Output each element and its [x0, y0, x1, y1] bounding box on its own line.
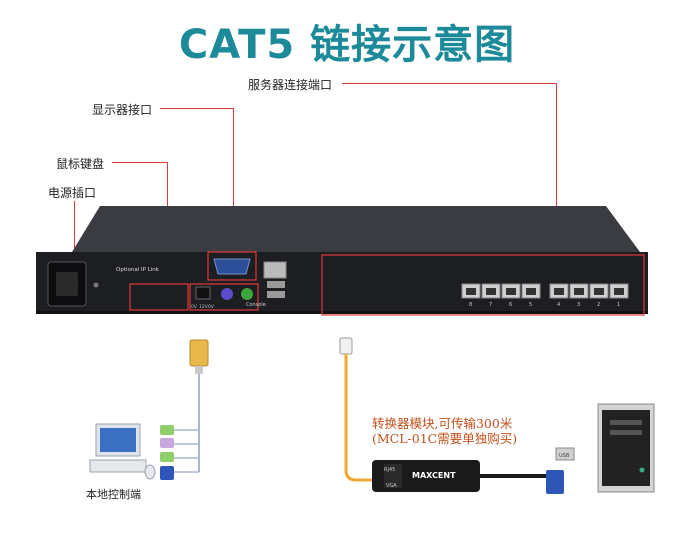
chassis-top — [72, 206, 640, 252]
usb-port-2 — [267, 291, 285, 298]
box-mouse-keyboard — [189, 283, 259, 311]
converter-vga-label: VGA — [386, 483, 397, 489]
usb-port-1 — [267, 281, 285, 288]
converter-note: 转换器模块,可传输300米 (MCL-01C需要单独购买) — [372, 416, 572, 446]
chassis-front — [36, 252, 648, 314]
leader-power-vertical — [74, 201, 75, 263]
ps2-mouse-port — [241, 288, 253, 300]
converter-usb-label: USB — [559, 453, 570, 459]
ps2-purple-plug — [160, 438, 174, 448]
server-port-row: 8 7 6 5 4 3 2 1 — [461, 283, 629, 308]
server-port-number-1: 1 — [617, 302, 620, 308]
server-port-number-3: 3 — [577, 302, 580, 308]
converter-brand: MAXCENT — [412, 471, 456, 480]
local-control-label: 本地控制端 — [86, 488, 141, 501]
converter-port — [384, 464, 402, 488]
cat5-cable — [344, 354, 376, 482]
converter-note-line2: (MCL-01C需要单独购买) — [372, 431, 518, 446]
server-port-number-8: 8 — [469, 302, 472, 308]
rj45-plug-icon — [339, 337, 353, 355]
callout-power-socket: 电源插口 — [48, 186, 97, 200]
box-server-ports — [321, 254, 645, 316]
server-port-jack-3 — [574, 288, 584, 295]
server-port-jack-2 — [594, 288, 604, 295]
usb-plug-connector — [555, 447, 575, 461]
callout-display-port: 显示器接口 — [92, 103, 153, 117]
leader-display-vertical — [233, 108, 234, 252]
power-label-1: 12V — [199, 304, 209, 310]
mouse-icon — [144, 464, 156, 480]
server-port-number-6: 6 — [509, 302, 512, 308]
drive-bay-2 — [610, 430, 642, 435]
ps2-green-plug — [160, 425, 174, 435]
server-port-jack-6 — [506, 288, 516, 295]
converter-rj45-label: RJ45 — [384, 467, 395, 473]
vga-port — [213, 258, 251, 275]
callout-server-ports: 服务器连接端口 — [248, 78, 333, 92]
power-socket-inner — [56, 272, 78, 296]
server-port-number-5: 5 — [529, 302, 532, 308]
server-port-number-7: 7 — [489, 302, 492, 308]
usb-plug — [160, 452, 174, 462]
server-port-jack-7 — [486, 288, 496, 295]
leader-server-horizontal — [342, 83, 556, 84]
keyboard-icon — [89, 459, 147, 473]
console-rj45-port — [263, 261, 287, 279]
dc-power-jack — [195, 286, 211, 300]
chassis-bottom-edge — [36, 311, 648, 314]
server-port-jack-1 — [614, 288, 624, 295]
cables-peripherals — [160, 429, 199, 473]
power-label-0: 0V — [191, 304, 198, 310]
box-display-port — [207, 251, 257, 281]
server-port-jack-8 — [466, 288, 476, 295]
diagram-title: CAT5 链接示意图 — [178, 22, 516, 68]
server-port-jack-5 — [526, 288, 536, 295]
screw-dot — [93, 282, 99, 288]
box-ip-link — [129, 283, 189, 311]
drive-bay-1 — [610, 420, 642, 425]
vga-plug-blue — [546, 470, 564, 494]
server-port-number-2: 2 — [597, 302, 600, 308]
leader-display-horizontal — [160, 108, 233, 109]
power-led — [639, 467, 645, 473]
server-port-jack-4 — [554, 288, 564, 295]
vga-blue-plug — [160, 466, 174, 480]
leader-server-vertical — [556, 83, 557, 255]
callout-mouse-keyboard: 鼠标键盘 — [56, 157, 105, 171]
power-label-2: 0V — [208, 304, 215, 310]
console-label: Console — [246, 302, 266, 308]
monitor-screen — [100, 428, 136, 452]
ps2-keyboard-port — [221, 288, 233, 300]
optional-ip-label: Optional IP Link — [116, 267, 160, 273]
converter-note-line1: 转换器模块,可传输300米 — [372, 416, 513, 431]
leader-mouse-horizontal — [112, 162, 167, 163]
server-port-number-4: 4 — [557, 302, 560, 308]
vga-connector-neck — [195, 366, 203, 374]
